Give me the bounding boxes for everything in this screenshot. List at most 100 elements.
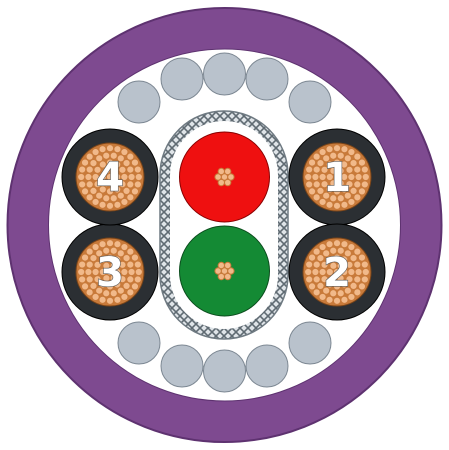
copper-strand: [343, 249, 352, 258]
copper-strand: [360, 260, 369, 269]
copper-strand: [134, 172, 143, 182]
copper-strand: [118, 180, 127, 189]
copper-strand: [116, 249, 125, 258]
copper-strand: [340, 240, 349, 249]
copper-strand: [349, 281, 358, 290]
copper-strand: [118, 275, 127, 284]
copper-strand: [305, 260, 314, 269]
copper-strand: [78, 165, 87, 174]
copper-strand: [345, 180, 354, 189]
copper-strand: [347, 292, 356, 302]
copper-strand: [85, 152, 94, 161]
signal-conductor-green: [214, 261, 235, 281]
copper-strand: [343, 154, 352, 163]
power-core-4: 4: [61, 128, 159, 226]
copper-strand: [113, 240, 122, 249]
copper-strand: [89, 186, 98, 195]
copper-strand: [312, 180, 321, 189]
copper-strand: [126, 288, 135, 297]
copper-strand: [84, 267, 93, 277]
copper-strand: [77, 267, 86, 277]
copper-strand: [361, 172, 370, 182]
copper-strand: [78, 180, 87, 189]
copper-strand: [109, 246, 118, 255]
copper-strand: [122, 254, 131, 263]
copper-strand: [312, 247, 321, 256]
copper-strand: [109, 151, 118, 160]
copper-strand: [312, 165, 321, 174]
copper-strand: [126, 275, 135, 284]
copper-strand: [95, 191, 104, 200]
copper-strand: [332, 239, 342, 248]
copper-strand: [98, 145, 107, 154]
copper-strand: [105, 201, 115, 210]
copper-strand: [105, 144, 115, 153]
copper-strand: [332, 144, 342, 153]
copper-strand: [354, 267, 363, 277]
copper-strand: [311, 267, 320, 277]
copper-strand: [126, 180, 135, 189]
copper-strand: [120, 147, 129, 157]
copper-strand: [126, 152, 135, 161]
copper-strand: [336, 261, 345, 270]
copper-strand: [130, 253, 140, 262]
copper-strand: [122, 159, 131, 168]
copper-strand: [85, 275, 94, 284]
copper-strand: [85, 193, 94, 202]
copper-strand: [122, 186, 131, 195]
copper-strand: [320, 260, 329, 269]
copper-strand: [329, 274, 338, 283]
copper-strand: [80, 158, 90, 167]
copper-strand: [95, 249, 104, 258]
copper-strand: [357, 253, 367, 262]
copper-strand: [312, 288, 321, 297]
copper-strand: [126, 260, 135, 269]
copper-strand: [91, 242, 100, 252]
filler-strand: [117, 321, 161, 365]
copper-strand: [91, 292, 100, 302]
copper-strand: [89, 281, 98, 290]
copper-strand: [325, 145, 334, 154]
copper-strand: [227, 173, 235, 181]
copper-strand: [98, 240, 107, 249]
filler-strands: [117, 52, 332, 393]
copper-strand: [217, 167, 226, 176]
copper-strand: [113, 255, 122, 264]
copper-strand: [322, 249, 331, 258]
copper-strand: [340, 200, 349, 209]
copper-strand: [329, 194, 338, 203]
copper-strand: [85, 260, 94, 269]
copper-strand: [126, 165, 135, 174]
copper-strand: [120, 197, 129, 207]
copper-strand: [85, 180, 94, 189]
filler-strand: [245, 57, 289, 101]
copper-strand: [224, 167, 232, 176]
copper-strand: [360, 165, 369, 174]
copper-strand: [353, 165, 362, 174]
copper-strand: [340, 160, 349, 169]
copper-strand: [118, 165, 127, 174]
copper-strand: [85, 288, 94, 297]
copper-strand: [349, 254, 358, 263]
copper-strand: [340, 145, 349, 154]
copper-strand: [325, 185, 334, 194]
copper-strand: [304, 267, 313, 277]
copper-strand: [332, 201, 342, 210]
copper-strand: [318, 147, 327, 157]
copper-strand: [316, 281, 325, 290]
copper-strand: [214, 173, 222, 181]
copper-strand: [102, 179, 111, 188]
copper-strand: [98, 295, 107, 304]
copper-strand: [113, 160, 122, 169]
copper-strand: [316, 186, 325, 195]
copper-strand: [353, 288, 362, 297]
copper-strand: [325, 280, 334, 289]
copper-strand: [322, 191, 331, 200]
copper-strand: [78, 260, 87, 269]
copper-strand: [116, 286, 125, 295]
power-core-3: 3: [61, 223, 159, 321]
copper-strand: [134, 267, 143, 277]
copper-strand: [98, 280, 107, 289]
copper-strand: [98, 185, 107, 194]
copper-strand: [113, 295, 122, 304]
